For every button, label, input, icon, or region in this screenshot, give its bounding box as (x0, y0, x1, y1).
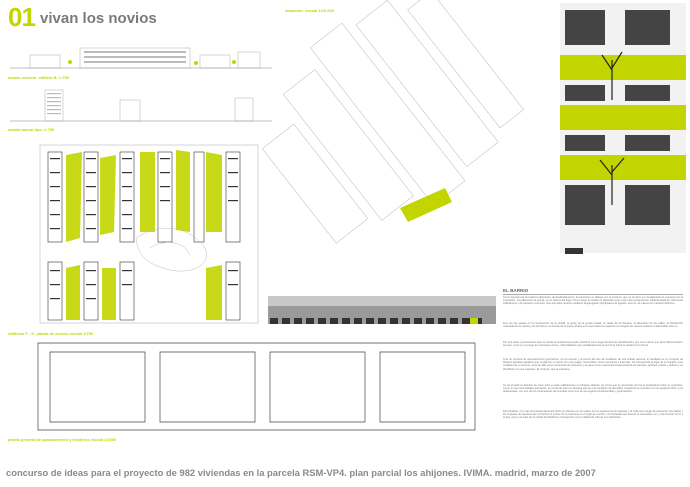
barrio-paragraph-2: Dos son las etapas en la construcción de… (503, 322, 683, 329)
barrio-paragraph-1: Como herencia de formalismo elitemente, … (503, 296, 683, 306)
situation-site-highlight (400, 188, 452, 222)
caption-elevation-northeast: alzado noreste: edificio B. 1:750 (8, 75, 69, 80)
sheet-title: vivan los novios (40, 10, 157, 27)
elevation-lateral-drawing (10, 89, 272, 122)
site-plan-drawing (39, 144, 259, 324)
elevation-northeast-windows (84, 51, 186, 63)
elevation-trees (68, 60, 236, 65)
caption-situation: situación: escala 1/10.000 (285, 8, 334, 13)
caption-elevation-lateral: alzado lateral tipo. 1:750 (8, 127, 55, 132)
footer-competition-title: concurso de ideas para el proyecto de 98… (6, 467, 596, 478)
parking-plan-drawing (37, 342, 476, 431)
section-photo-strip (268, 296, 496, 324)
situation-map-drawing (262, 0, 524, 244)
barrio-paragraph-4: Tras un proceso de deconstrucción geomét… (503, 358, 683, 371)
barrio-heading: EL BARRIO (503, 288, 529, 293)
barrio-paragraph-3: Por otra parte, precisamente aquí es don… (503, 341, 683, 348)
sheet-number: 01 (8, 2, 36, 32)
barrio-paragraph-6: Para finalizar, con más acompañamiento d… (503, 410, 683, 420)
caption-parking-plan: planta general de aparcamiento y traster… (8, 437, 117, 442)
barrio-paragraph-5: Se ha tomado la decisión de crear ocho a… (503, 384, 683, 394)
elevation-northeast-drawing (10, 47, 272, 69)
render-column (560, 3, 686, 254)
caption-access-plan: edificios F - K. planta de acceso escala… (8, 331, 94, 336)
